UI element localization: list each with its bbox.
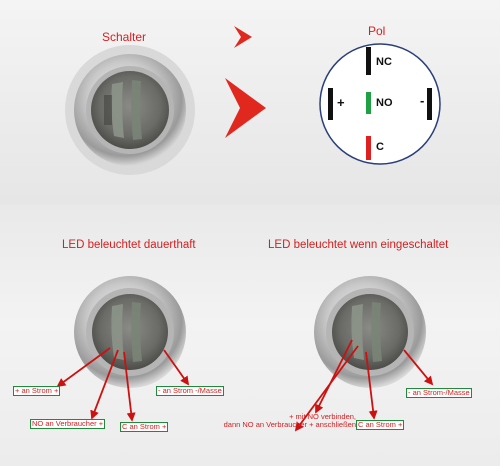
switch-title: Schalter: [102, 30, 147, 44]
large-chevron-icon: [225, 78, 266, 138]
no-pin-label: NO: [376, 97, 393, 109]
right-plus-no-line1: + mit NO verbinden,: [289, 412, 356, 421]
arrow-right-minus: [403, 349, 434, 386]
left-arrows: [56, 347, 190, 422]
right-c-strom-label: C an Strom +: [356, 420, 405, 430]
left-plus-strom-label: + an Strom +: [13, 386, 61, 396]
no-pin-bar: [366, 92, 371, 114]
right-panel-title: LED beleuchtet wenn eingeschaltet: [268, 239, 449, 251]
c-pin-label: C: [376, 141, 384, 153]
arrow-right-no: [294, 345, 359, 432]
nc-pin-label: NC: [376, 56, 392, 68]
right-minus-strom-label: - an Strom-/Masse: [406, 388, 472, 398]
arrow-left-no: [90, 349, 119, 420]
arrow-left-c: [123, 351, 136, 422]
left-c-strom-label: C an Strom +: [120, 422, 169, 432]
plus-pin-bar: [328, 88, 333, 120]
pole-title: Pol: [368, 24, 386, 38]
arrow-left-plus: [56, 347, 111, 388]
left-switch-image: [74, 276, 186, 388]
right-arrows: [294, 339, 434, 432]
plus-pin-label: +: [337, 95, 345, 110]
arrow-left-minus: [163, 349, 190, 386]
nc-pin-bar: [366, 47, 371, 75]
right-switch-image: [314, 276, 426, 388]
small-chevron-icon: [234, 26, 252, 48]
arrow-right-plus: [315, 339, 353, 414]
right-plus-no-label: + mit NO verbinden, dann NO an Verbrauch…: [188, 412, 356, 430]
top-switch-image: [65, 45, 195, 175]
minus-pin-bar: [427, 88, 432, 120]
arrow-right-c: [365, 351, 378, 420]
minus-pin-label: -: [420, 93, 425, 108]
left-minus-strom-label: - an Strom -/Masse: [156, 386, 224, 396]
c-pin-bar: [366, 136, 371, 160]
right-plus-no-line2: dann NO an Verbraucher + anschließen: [223, 420, 356, 430]
left-no-verbraucher-label: NO an Verbraucher +: [30, 419, 106, 429]
pole-diagram: [319, 43, 441, 165]
left-panel-title: LED beleuchtet dauerthaft: [62, 239, 196, 251]
